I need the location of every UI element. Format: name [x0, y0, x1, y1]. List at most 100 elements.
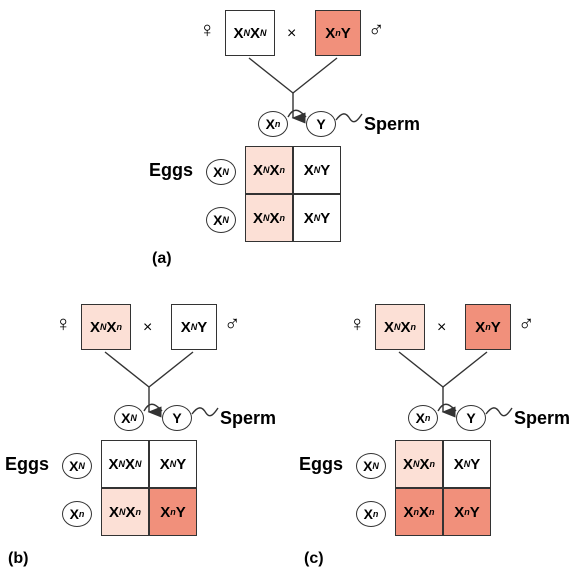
allele-letter: X: [252, 161, 263, 179]
allele-letter: X: [403, 503, 414, 521]
allele-letter: X: [125, 503, 136, 521]
allele-letter: X: [419, 455, 430, 473]
eggs-label: Eggs: [299, 454, 344, 474]
female-symbol: ♀: [55, 311, 72, 336]
allele-letter: X: [108, 455, 119, 473]
allele-letter: Y: [197, 318, 208, 336]
allele-letter: X: [160, 503, 171, 521]
sperm-gamete: Y: [306, 111, 336, 137]
sperm-tail: [287, 109, 307, 118]
allele-letter: Y: [172, 410, 182, 426]
allele-letter: X: [269, 209, 280, 227]
sperm-gamete: Y: [162, 405, 192, 431]
allele-letter: X: [213, 164, 223, 180]
allele-letter: X: [159, 455, 170, 473]
female-symbol: ♀: [199, 17, 216, 42]
sperm-label: Sperm: [364, 114, 421, 134]
male-symbol: ♂: [518, 311, 535, 336]
allele-letter: X: [213, 212, 223, 228]
allele-letter: X: [250, 24, 261, 42]
allele-letter: X: [121, 410, 131, 426]
sperm-label: Sperm: [514, 408, 571, 428]
allele-letter: Y: [490, 318, 501, 336]
allele-letter: X: [89, 318, 100, 336]
male-symbol: ♂: [368, 17, 385, 42]
panel-caption: (c): [304, 550, 324, 567]
allele-letter: X: [402, 455, 413, 473]
allele-letter: X: [180, 318, 191, 336]
allele-letter: Y: [469, 503, 480, 521]
sperm-tail: [191, 407, 219, 417]
panel-caption: (b): [8, 550, 29, 567]
allele-letter: Y: [175, 503, 186, 521]
connector-line: [148, 351, 194, 388]
allele-letter: X: [454, 503, 465, 521]
sperm-tail: [437, 403, 457, 412]
allele-letter: X: [69, 506, 79, 522]
allele-letter: Y: [176, 455, 187, 473]
allele-letter: X: [453, 455, 464, 473]
cross-symbol: ×: [287, 25, 297, 42]
allele-letter: Y: [320, 161, 331, 179]
male-symbol: ♂: [224, 311, 241, 336]
allele-letter: X: [303, 209, 314, 227]
allele-letter: X: [325, 24, 336, 42]
allele-letter: Y: [340, 24, 351, 42]
sperm-gamete: Y: [456, 405, 486, 431]
allele-letter: X: [265, 116, 275, 132]
allele-letter: Y: [466, 410, 476, 426]
allele-letter: X: [125, 455, 136, 473]
eggs-label: Eggs: [5, 454, 50, 474]
connector-line: [398, 351, 444, 388]
connector-line: [104, 351, 150, 388]
allele-letter: X: [252, 209, 263, 227]
allele-letter: X: [415, 410, 425, 426]
connector-line: [442, 351, 488, 388]
panel-caption: (a): [152, 250, 172, 267]
sperm-label: Sperm: [220, 408, 277, 428]
allele-letter: X: [419, 503, 430, 521]
allele-letter: Y: [470, 455, 481, 473]
allele-letter: X: [69, 458, 79, 474]
sperm-tail: [143, 403, 163, 412]
connector-line: [292, 57, 338, 94]
female-symbol: ♀: [349, 311, 366, 336]
allele-letter: X: [400, 318, 411, 336]
allele-letter: X: [383, 318, 394, 336]
sperm-tail: [485, 407, 513, 417]
allele-letter: X: [108, 503, 119, 521]
allele-letter: Y: [316, 116, 326, 132]
connector-line: [248, 57, 294, 94]
cross-symbol: ×: [143, 319, 153, 336]
allele-letter: X: [269, 161, 280, 179]
allele-letter: X: [233, 24, 244, 42]
allele-letter: X: [363, 506, 373, 522]
cross-symbol: ×: [437, 319, 447, 336]
allele-letter: X: [475, 318, 486, 336]
